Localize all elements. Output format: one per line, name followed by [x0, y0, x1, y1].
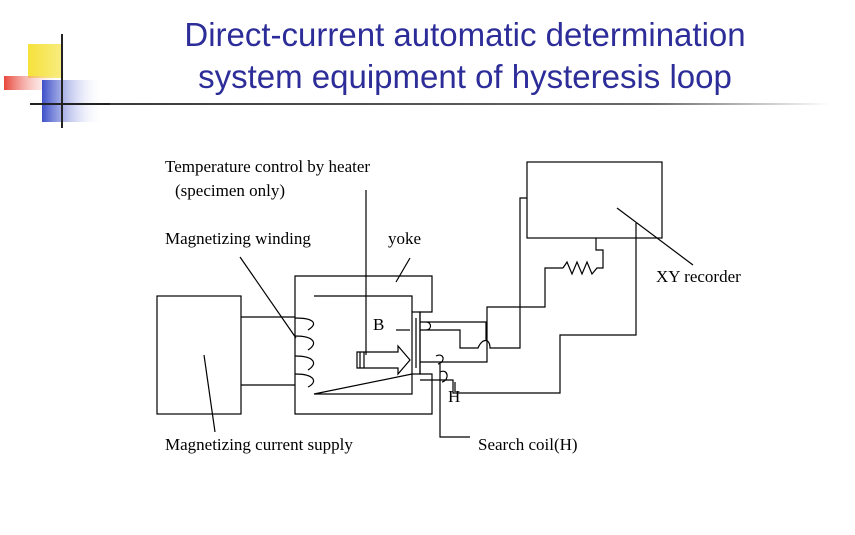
label-magnetizing-current-supply: Magnetizing current supply [165, 435, 353, 454]
search-coil-pointer [439, 364, 470, 438]
logo-blue-square [42, 80, 104, 122]
label-yoke: yoke [388, 229, 421, 248]
label-temperature-control: Temperature control by heater [165, 157, 370, 176]
logo-yellow-square [28, 44, 62, 78]
label-h: H [448, 387, 460, 406]
supply-pointer [203, 354, 216, 433]
xy-recorder-box [526, 161, 663, 239]
specimen [411, 311, 421, 375]
specimen-arrow [356, 344, 411, 376]
label-xy-recorder: XY recorder [656, 267, 741, 286]
label-b: B [373, 315, 384, 334]
label-specimen-only: (specimen only) [175, 181, 285, 200]
title-line-1: Direct-current automatic determination [184, 16, 746, 53]
current-supply-box [156, 295, 242, 415]
label-magnetizing-winding: Magnetizing winding [165, 229, 311, 248]
yoke-inner [313, 295, 413, 395]
slide-logo [4, 34, 128, 128]
yoke-pointer [395, 257, 411, 283]
b-coil-leads [420, 197, 527, 349]
xy-recorder-pointer [616, 207, 694, 266]
resistor [562, 238, 604, 276]
label-search-coil: Search coil(H) [478, 435, 578, 454]
h-coil-lead-2 [420, 223, 637, 394]
winding-pointer [239, 256, 297, 339]
slide-title: Direct-current automatic determination s… [120, 14, 810, 98]
magnetizing-winding [294, 317, 315, 388]
title-rule [110, 103, 830, 105]
title-line-2: system equipment of hysteresis loop [198, 58, 732, 95]
h-coil-leads [420, 267, 563, 365]
